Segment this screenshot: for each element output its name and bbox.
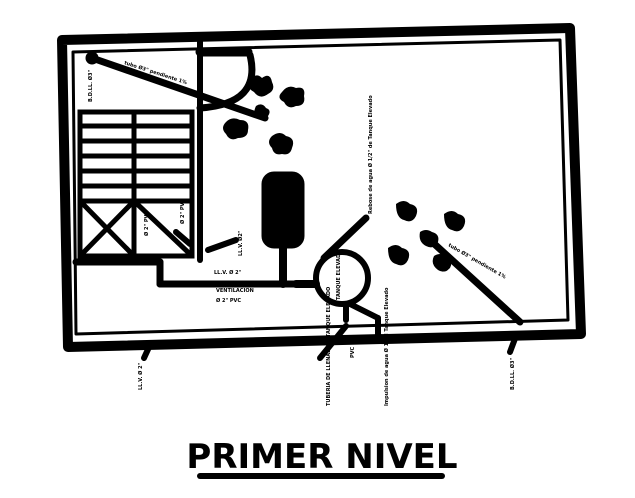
label-llv-small: LL.V. Ø2" [237, 230, 244, 256]
label-impulsion: Impulsion de agua Ø 1" al Tanque Elevado [383, 287, 390, 406]
door-swing [195, 47, 256, 112]
pipe-right [426, 236, 524, 326]
water-heater [261, 171, 305, 288]
label-tanque: TANQUE ELEVADO [336, 250, 342, 300]
label-rebose-tanque: Rebose de agua Ø 1/2" de Tanque Elevado [367, 95, 374, 214]
tanque-elevado [292, 214, 381, 361]
label-pipe-note-1: LL.V. Ø 2" [214, 269, 242, 276]
label-pipe-note-2: Ø 2" PVC [179, 199, 186, 224]
outer-walls [57, 23, 586, 352]
staircase [77, 109, 195, 259]
foliage-symbols [223, 75, 466, 272]
label-llv-left: LL.V. Ø 2" [137, 362, 144, 390]
pipe-branch-left [173, 229, 239, 253]
label-tuberia-llenado: TUBERIA DE LLENADO A TANQUE ELEVADO [326, 287, 332, 406]
label-ventilacion: VENTILACION [216, 288, 254, 294]
page-title: PRIMER NIVEL [186, 437, 457, 477]
label-bdll-top-left: B.D.LL. Ø3" [87, 69, 94, 102]
label-stair: Ø 2" PVC [143, 211, 150, 236]
pipe-outlets [141, 333, 519, 361]
label-pvc: PVC [350, 346, 356, 358]
interior-walls [72, 37, 300, 288]
title-block: PRIMER NIVEL [186, 437, 458, 479]
label-bdll-bottom-right: B.D.LL. Ø3" [509, 357, 516, 390]
pipe-top-left [85, 51, 269, 122]
label-pipe-note-3: Ø 2" PVC [216, 297, 241, 304]
